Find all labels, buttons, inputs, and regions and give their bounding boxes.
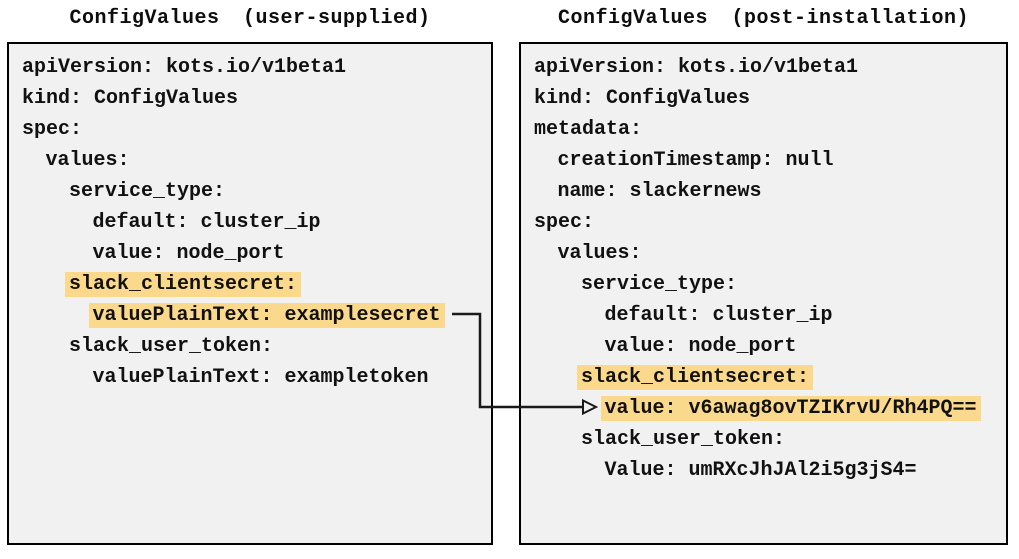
yaml-line: spec: [22, 114, 487, 145]
yaml-line: metadata: [534, 114, 1002, 145]
yaml-text: spec: [22, 118, 83, 141]
yaml-text: name: slackernews [557, 180, 762, 203]
yaml-text: creationTimestamp: null [557, 149, 834, 172]
yaml-line: values: [534, 238, 1002, 269]
yaml-line: valuePlainText: examplesecret [22, 300, 487, 331]
yaml-text: spec: [534, 211, 595, 234]
yaml-line: valuePlainText: exampletoken [22, 362, 487, 393]
highlighted-yaml-text: value: v6awag8ovTZIKrvU/Rh4PQ== [600, 396, 981, 421]
yaml-text: apiVersion: kots.io/v1beta1 [534, 56, 859, 79]
yaml-text: kind: ConfigValues [534, 87, 751, 110]
yaml-line: value: node_port [534, 331, 1002, 362]
panel-user-supplied: apiVersion: kots.io/v1beta1 kind: ConfigV… [7, 42, 493, 545]
yaml-text: values: [557, 242, 642, 265]
yaml-text: default: cluster_ip [604, 304, 833, 327]
yaml-line: kind: ConfigValues [534, 83, 1002, 114]
yaml-line: default: cluster_ip [22, 207, 487, 238]
yaml-line: slack_clientsecret: [22, 269, 487, 300]
yaml-code-block-user-supplied: apiVersion: kots.io/v1beta1 kind: ConfigV… [9, 44, 491, 393]
highlighted-yaml-text: slack_clientsecret: [65, 272, 302, 297]
yaml-text: service_type: [581, 273, 738, 296]
yaml-text: service_type: [69, 180, 226, 203]
yaml-text: Value: umRXcJhJAl2i5g3jS4= [604, 459, 917, 482]
yaml-text: apiVersion: kots.io/v1beta1 [22, 56, 347, 79]
yaml-text: values: [45, 149, 130, 172]
yaml-line: apiVersion: kots.io/v1beta1 [534, 52, 1002, 83]
yaml-line: value: v6awag8ovTZIKrvU/Rh4PQ== [534, 393, 1002, 424]
yaml-text: slack_user_token: [69, 335, 274, 358]
yaml-line: spec: [534, 207, 1002, 238]
yaml-text: metadata: [534, 118, 643, 141]
yaml-text: value: node_port [92, 242, 285, 265]
yaml-text: slack_user_token: [581, 428, 786, 451]
panel-title-user-supplied: ConfigValues (user-supplied) [69, 7, 431, 30]
yaml-line: creationTimestamp: null [534, 145, 1002, 176]
yaml-text: value: node_port [604, 335, 797, 358]
yaml-line: apiVersion: kots.io/v1beta1 [22, 52, 487, 83]
yaml-text: kind: ConfigValues [22, 87, 239, 110]
yaml-line: slack_user_token: [22, 331, 487, 362]
yaml-text: valuePlainText: exampletoken [92, 366, 429, 389]
yaml-line: service_type: [22, 176, 487, 207]
yaml-line: kind: ConfigValues [22, 83, 487, 114]
yaml-line: name: slackernews [534, 176, 1002, 207]
yaml-line: slack_clientsecret: [534, 362, 1002, 393]
highlighted-yaml-text: slack_clientsecret: [577, 365, 814, 390]
yaml-line: service_type: [534, 269, 1002, 300]
yaml-code-block-post-installation: apiVersion: kots.io/v1beta1 kind: ConfigV… [521, 44, 1006, 486]
highlighted-yaml-text: valuePlainText: examplesecret [88, 303, 445, 328]
yaml-line: default: cluster_ip [534, 300, 1002, 331]
yaml-line: Value: umRXcJhJAl2i5g3jS4= [534, 455, 1002, 486]
yaml-line: values: [22, 145, 487, 176]
panel-title-post-installation: ConfigValues (post-installation) [557, 7, 970, 30]
yaml-line: value: node_port [22, 238, 487, 269]
yaml-line: slack_user_token: [534, 424, 1002, 455]
yaml-text: default: cluster_ip [92, 211, 321, 234]
panel-post-installation: apiVersion: kots.io/v1beta1 kind: ConfigV… [519, 42, 1008, 545]
